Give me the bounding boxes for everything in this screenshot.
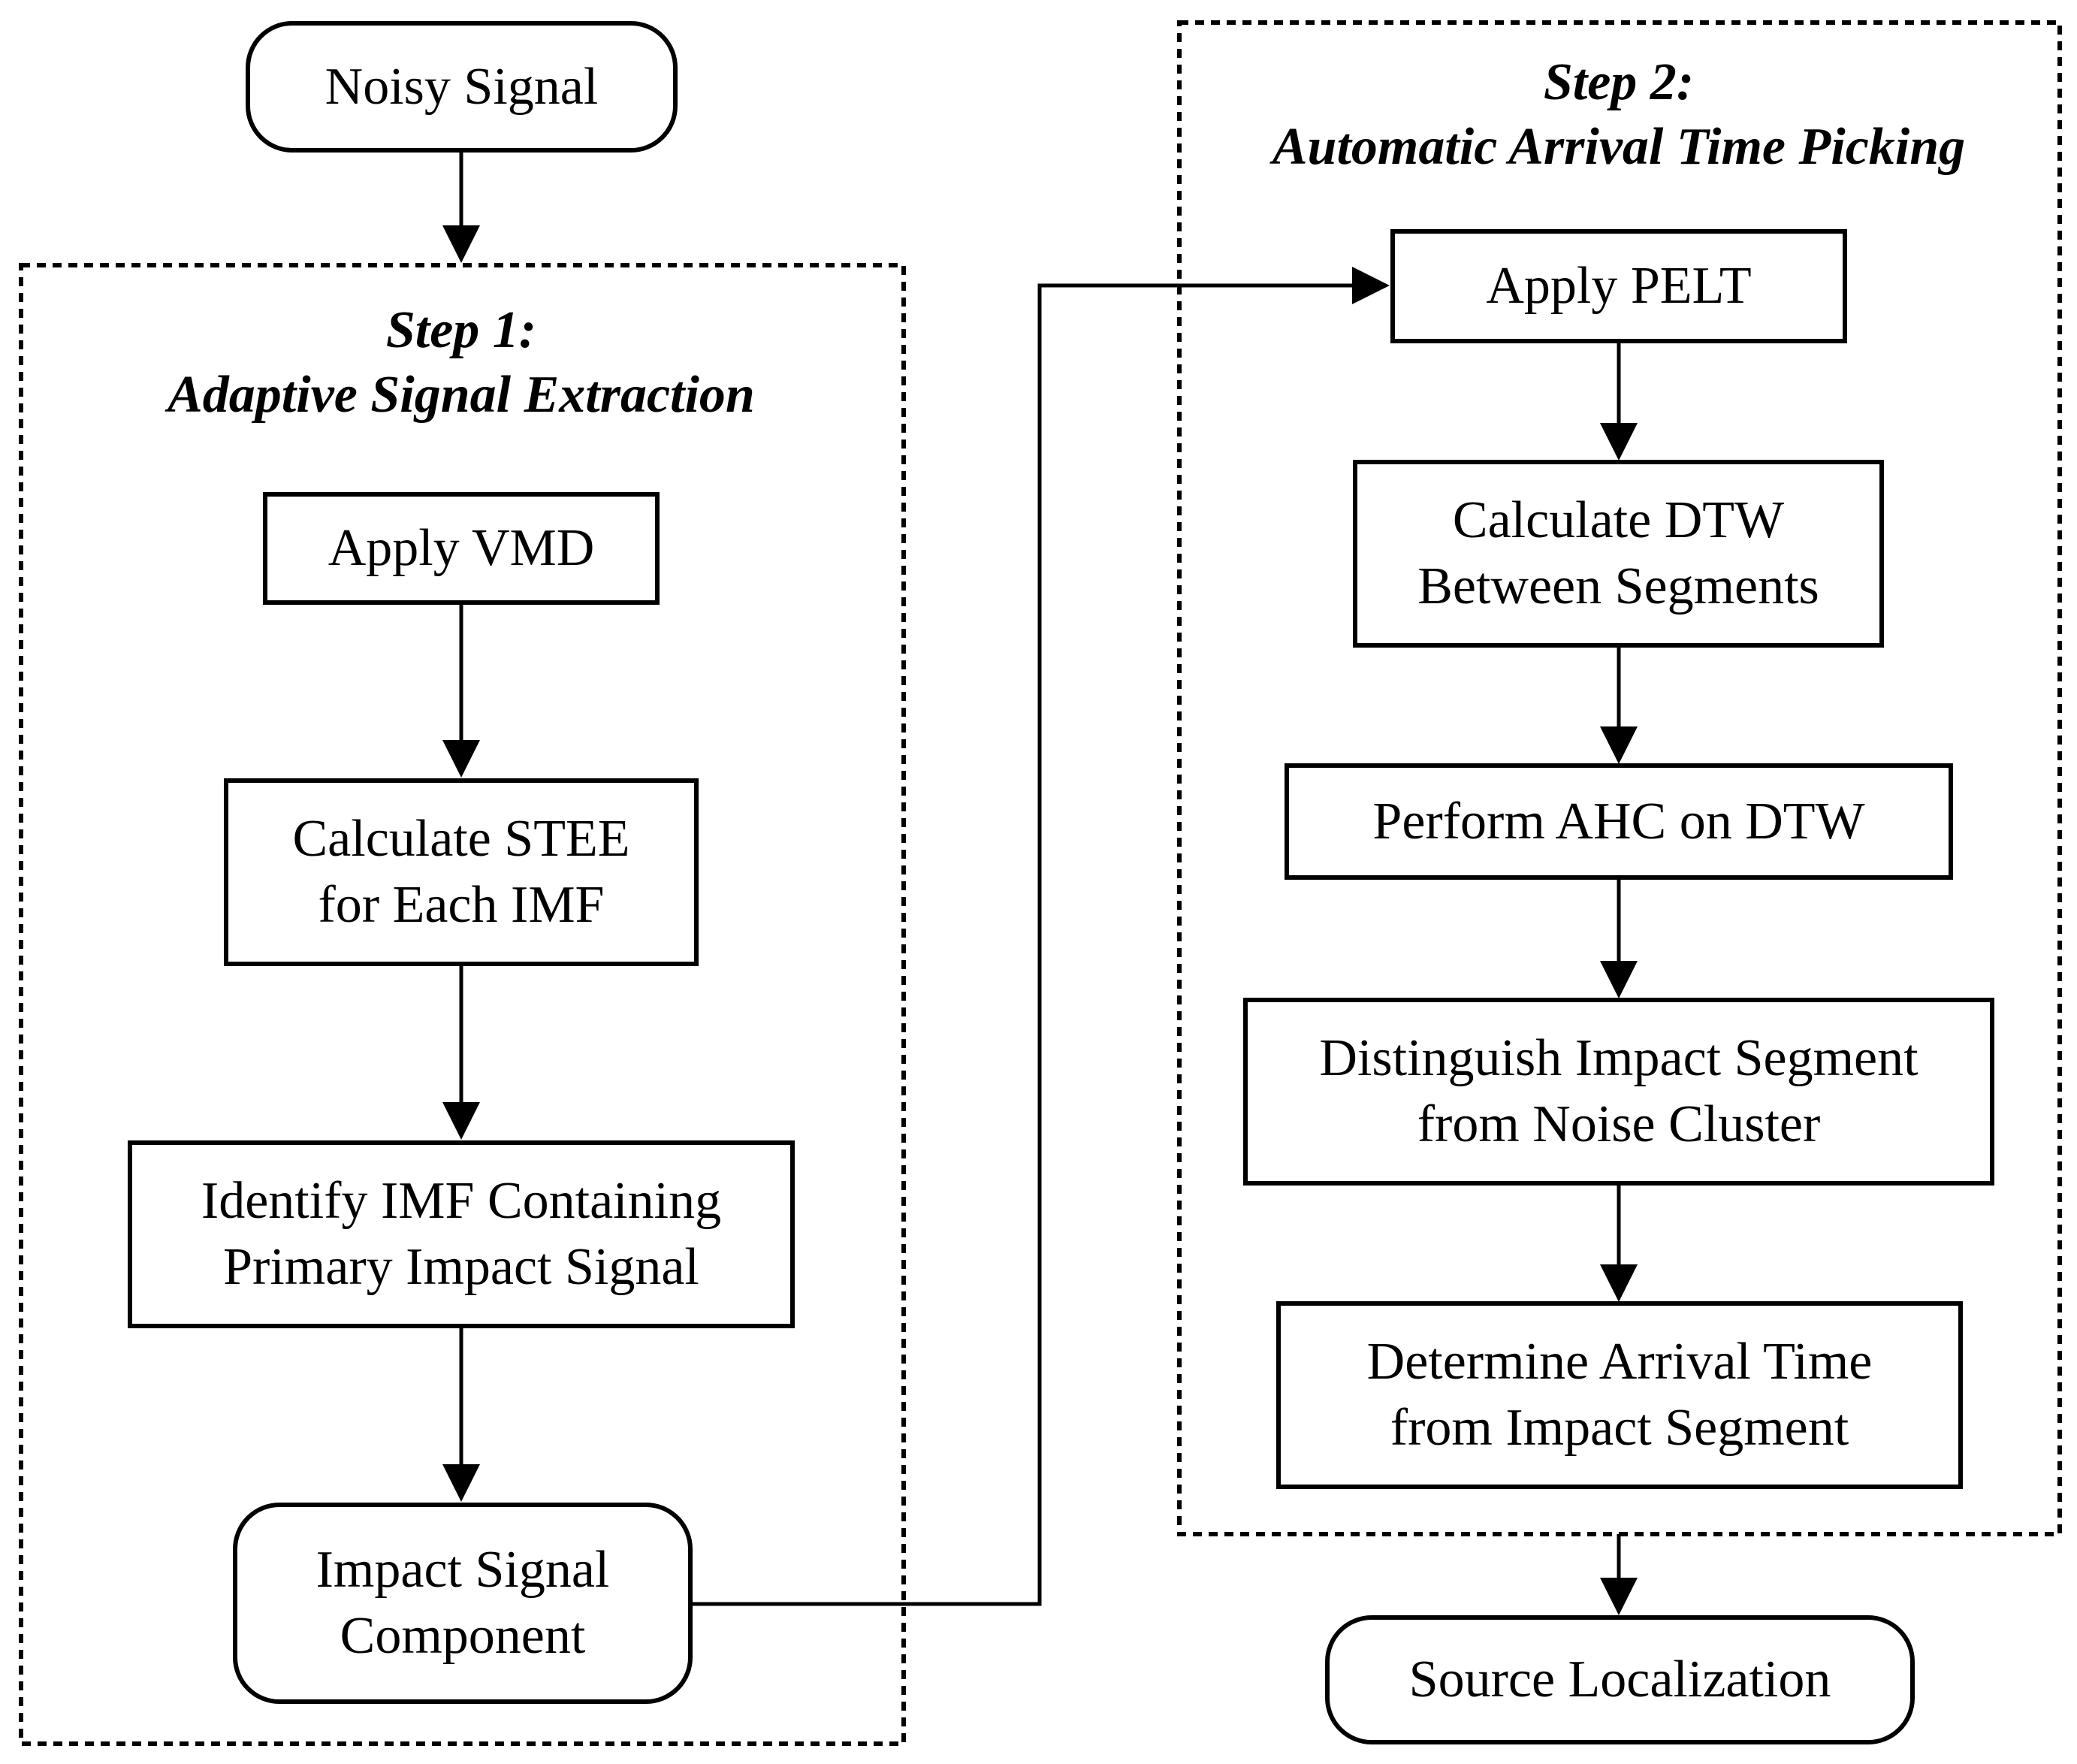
step2-title: Step 2: Automatic Arrival Time Picking <box>1202 50 2036 180</box>
noisy-signal-label: Noisy Signal <box>325 57 599 116</box>
impact-component-line-2: Component <box>340 1607 586 1665</box>
calculate-dtw-node: Calculate DTW Between Segments <box>1353 460 1884 648</box>
arrowhead-pelt-to-dtw <box>1600 423 1638 461</box>
identify-imf-line-1: Identify IMF Containing <box>201 1172 722 1230</box>
identify-imf-line-2: Primary Impact Signal <box>223 1238 699 1296</box>
determine-arrival-node: Determine Arrival Time from Impact Segme… <box>1276 1301 1963 1489</box>
source-localization-label: Source Localization <box>1408 1651 1831 1708</box>
apply-pelt-line-1: Apply PELT <box>1486 257 1752 315</box>
impact-component-line-1: Impact Signal <box>315 1541 610 1599</box>
perform-ahc-line-1: Perform AHC on DTW <box>1372 792 1865 850</box>
calculate-dtw-line-2: Between Segments <box>1417 557 1819 615</box>
arrowhead-distinguish-to-determine <box>1600 1264 1638 1302</box>
apply-vmd-line-1: Apply VMD <box>328 519 595 577</box>
determine-arrival-line-2: from Impact Segment <box>1390 1399 1849 1457</box>
arrowhead-step2-to-source <box>1600 1578 1638 1615</box>
step1-title: Step 1: Adaptive Signal Extraction <box>48 298 874 427</box>
step1-heading: Step 1: <box>385 301 537 359</box>
apply-pelt-node: Apply PELT <box>1390 229 1847 343</box>
perform-ahc-node: Perform AHC on DTW <box>1285 763 1953 880</box>
distinguish-line-2: from Noise Cluster <box>1417 1095 1821 1153</box>
apply-vmd-node: Apply VMD <box>263 492 660 605</box>
calculate-stee-node: Calculate STEE for Each IMF <box>224 778 699 966</box>
arrowhead-stee-to-identify <box>442 1102 480 1140</box>
step2-heading: Step 2: <box>1543 53 1695 111</box>
distinguish-line-1: Distinguish Impact Segment <box>1319 1029 1919 1087</box>
arrowhead-vmd-to-stee <box>442 740 480 778</box>
step2-subtitle: Automatic Arrival Time Picking <box>1272 118 1966 176</box>
arrowhead-identify-to-component <box>442 1464 480 1502</box>
impact-signal-component-node: Impact Signal Component <box>233 1503 693 1704</box>
arrowhead-dtw-to-ahc <box>1600 726 1638 764</box>
distinguish-impact-node: Distinguish Impact Segment from Noise Cl… <box>1243 998 1994 1186</box>
step1-subtitle: Adaptive Signal Extraction <box>168 366 755 424</box>
calculate-stee-line-2: for Each IMF <box>318 876 605 934</box>
noisy-signal-node: Noisy Signal <box>246 21 678 153</box>
determine-arrival-line-1: Determine Arrival Time <box>1366 1333 1873 1391</box>
calculate-dtw-line-1: Calculate DTW <box>1452 491 1785 549</box>
calculate-stee-line-1: Calculate STEE <box>292 810 630 868</box>
arrowhead-ahc-to-distinguish <box>1600 961 1638 998</box>
arrowhead-component-to-pelt <box>1352 267 1390 304</box>
step1-container <box>19 263 906 1746</box>
identify-imf-node: Identify IMF Containing Primary Impact S… <box>128 1140 795 1328</box>
arrowhead-noisy-to-step1 <box>442 225 480 263</box>
source-localization-node: Source Localization <box>1325 1615 1915 1744</box>
connector-component-to-pelt <box>693 283 1352 1606</box>
